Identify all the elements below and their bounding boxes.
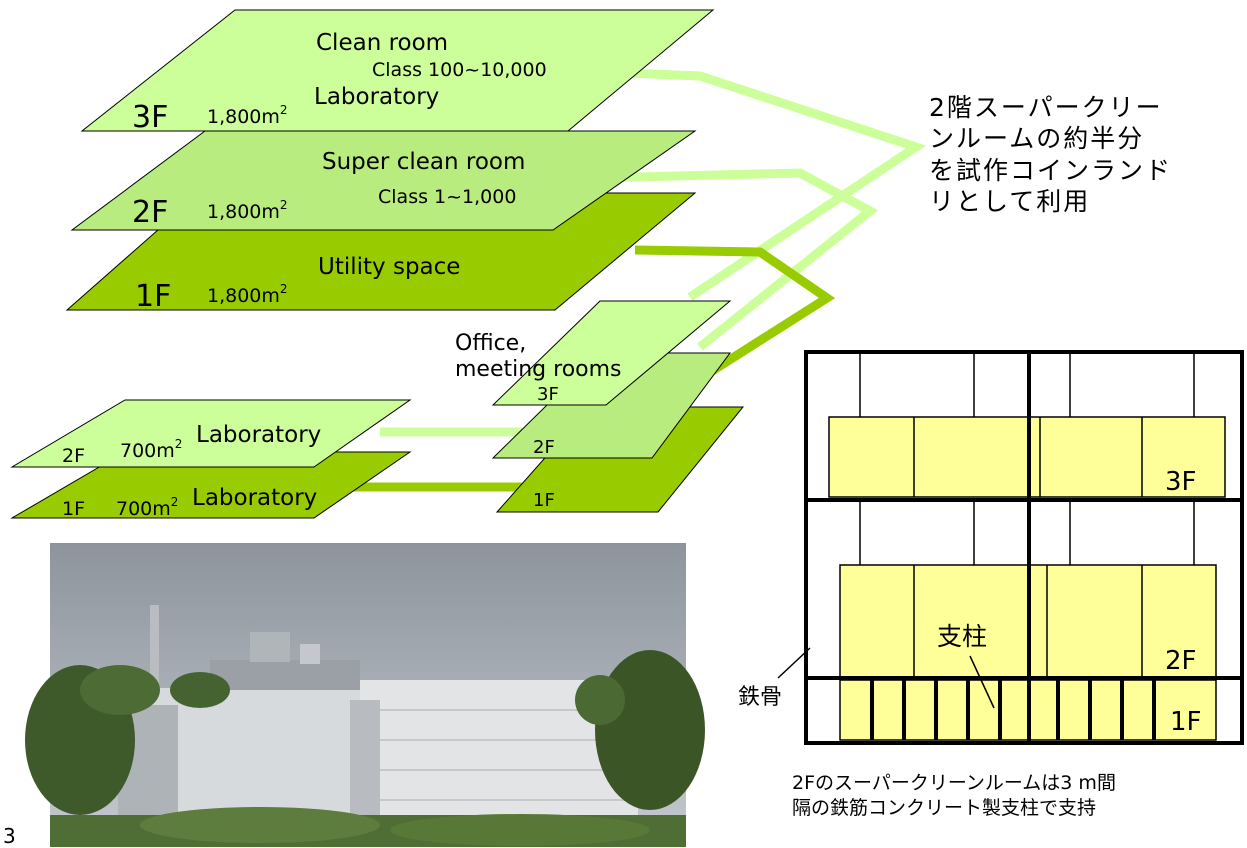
main-floor-3f-slab — [80, 9, 715, 132]
lab-2f-floor-label: 2F — [62, 445, 85, 467]
right-note-line: 2階スーパークリー — [929, 93, 1163, 122]
main-2f-floor-label: 2F — [132, 195, 168, 230]
main-3f-name: Clean room — [316, 30, 448, 56]
office-2f-label: 2F — [533, 437, 555, 458]
bottom-note-line2: 隔の鉄筋コンクリート製支柱で支持 — [792, 796, 1097, 819]
building-photo — [25, 543, 705, 847]
structure-section: 3F 2F 1F 支柱 鉄骨 — [738, 350, 1244, 745]
lab-2f-name: Laboratory — [196, 422, 321, 448]
main-1f-name: Utility space — [318, 254, 460, 280]
lab-1f-floor-label: 1F — [62, 498, 85, 520]
steel-label: 鉄骨 — [738, 685, 782, 710]
main-2f-class: Class 1~1,000 — [378, 186, 516, 208]
office-3f-label: 3F — [537, 384, 559, 405]
office-1f-label: 1F — [533, 490, 555, 511]
office-floor-3f-slab — [491, 300, 732, 406]
right-note: 2階スーパークリー ンルームの約半分 を試作コインランド リとして利用 — [929, 92, 1244, 217]
right-note-line: ンルームの約半分 — [929, 124, 1145, 154]
right-note-line: を試作コインランド — [929, 155, 1173, 185]
main-1f-floor-label: 1F — [135, 279, 171, 314]
connector-2f — [594, 168, 879, 351]
lab-2f-area: 700m2 — [120, 437, 182, 462]
main-3f-class: Class 100~10,000 — [372, 59, 547, 81]
office-floor-2f-slab — [491, 352, 731, 459]
lab-1f-name: Laboratory — [192, 485, 317, 511]
office-label-line1: Office, — [455, 331, 526, 356]
bottom-note-line1: 2Fのスーパークリーンルームは3 m間 — [792, 772, 1116, 794]
right-note-line: リとして利用 — [929, 186, 1091, 216]
office-label-line2: meeting rooms — [455, 357, 622, 382]
main-3f-area: 1,800m2 — [207, 103, 288, 128]
steel-pointer — [777, 647, 811, 679]
page-number: 3 — [3, 824, 16, 848]
bottom-note: 2Fのスーパークリーンルームは3 m間 隔の鉄筋コンクリート製支柱で支持 — [792, 771, 1116, 820]
connector-3f — [624, 68, 927, 301]
lab-1f-area: 700m2 — [116, 495, 178, 520]
section-2f-label: 2F — [1165, 646, 1197, 676]
floor-connectors — [350, 68, 927, 492]
main-1f-area: 1,800m2 — [207, 282, 288, 307]
main-3f-name2: Laboratory — [314, 84, 439, 110]
main-2f-name: Super clean room — [322, 149, 525, 175]
office-floor-1f-slab — [495, 406, 745, 513]
main-3f-floor-label: 3F — [132, 100, 168, 135]
section-1f-label: 1F — [1170, 707, 1202, 737]
pillar-label: 支柱 — [937, 622, 987, 651]
section-3f-label: 3F — [1165, 467, 1197, 497]
lab-floor-2f-slab — [10, 399, 412, 468]
main-2f-area: 1,800m2 — [207, 198, 288, 223]
connector-1f — [634, 245, 836, 389]
pillar-pointer — [969, 655, 995, 709]
